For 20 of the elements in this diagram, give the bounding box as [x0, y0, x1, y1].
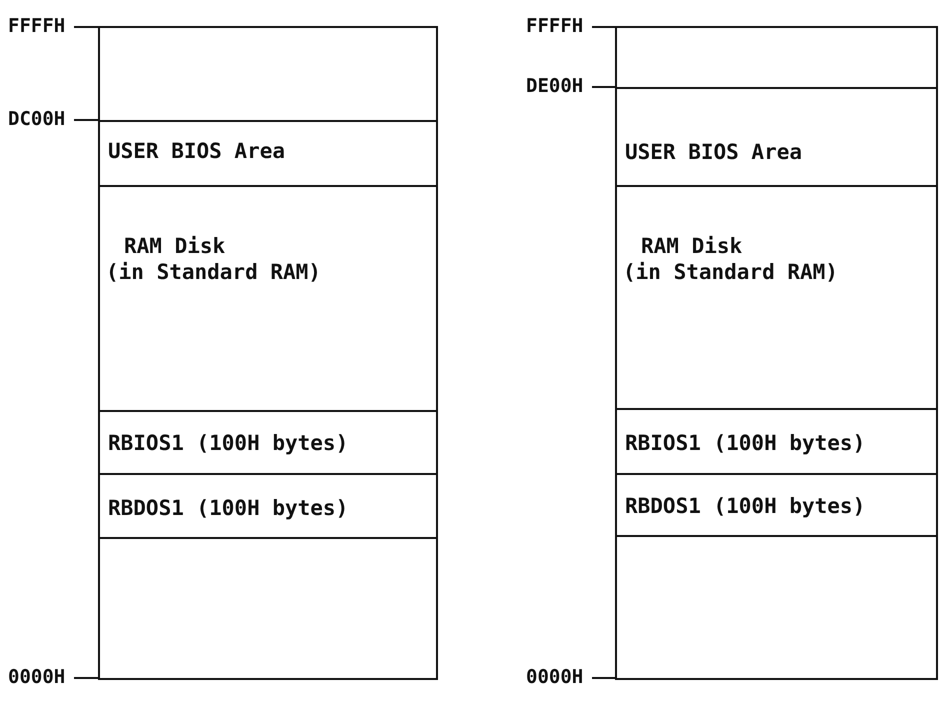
- segment-label: RBDOS1 (100H bytes): [108, 495, 348, 521]
- segment-label: RBIOS1 (100H bytes): [625, 430, 866, 456]
- memory-segment: [615, 408, 938, 475]
- segment-label: RBIOS1 (100H bytes): [108, 430, 348, 456]
- memory-segment: [98, 410, 438, 475]
- segment-label: USER BIOS Area: [625, 139, 802, 165]
- memory-segment: [615, 185, 938, 410]
- memory-segment: [98, 185, 438, 412]
- memory-segment: [615, 473, 938, 537]
- memory-segment: [98, 26, 438, 122]
- memory-segment: [615, 87, 938, 187]
- segment-label: RAM Disk (in Standard RAM): [106, 233, 321, 285]
- segment-label: USER BIOS Area: [108, 138, 286, 164]
- memory-segment: [615, 26, 938, 89]
- segment-label: RAM Disk (in Standard RAM): [623, 233, 838, 285]
- memory-segment: [98, 537, 438, 680]
- memory-segment: [98, 473, 438, 539]
- memory-segment: [98, 120, 438, 187]
- memory-segment: [615, 535, 938, 680]
- segment-label: RBDOS1 (100H bytes): [625, 493, 866, 519]
